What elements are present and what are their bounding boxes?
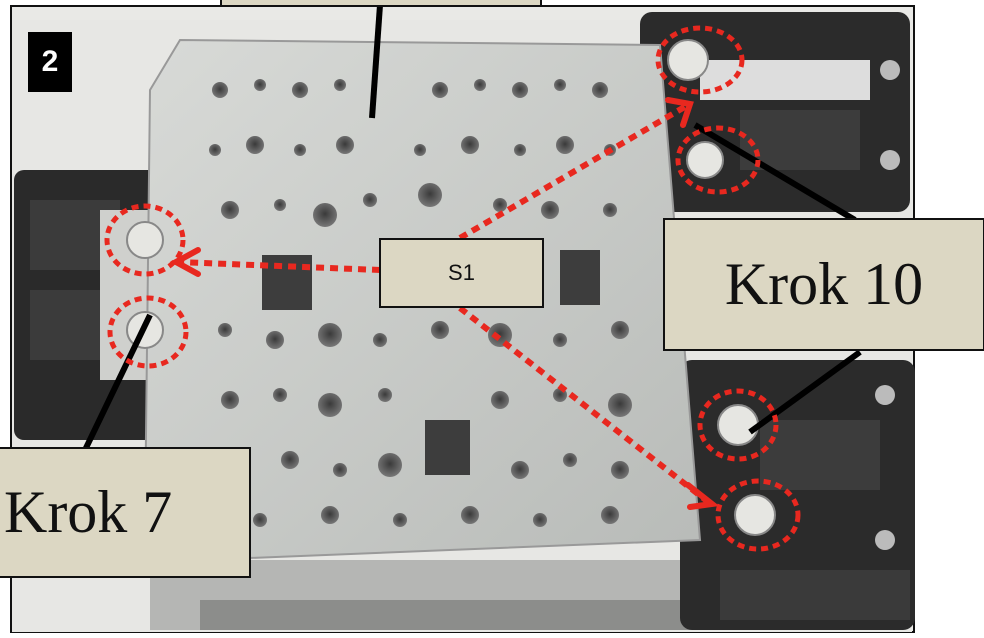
label-krok-7: Krok 7 bbox=[0, 447, 251, 578]
plate-holes bbox=[209, 79, 632, 527]
lower-chassis-shadow bbox=[200, 600, 720, 630]
plate-square-slot-bottom bbox=[425, 420, 470, 475]
red-target-circles bbox=[104, 25, 801, 552]
leader-lines bbox=[82, 4, 862, 452]
label-s1: S1 bbox=[379, 238, 544, 308]
label-krok-10: Krok 10 bbox=[663, 218, 984, 351]
step-number-badge: 2 bbox=[28, 32, 72, 92]
plate-square-slot-right bbox=[560, 250, 600, 305]
screws bbox=[126, 39, 776, 536]
red-dotted-arrows bbox=[177, 102, 714, 508]
plate-square-slot bbox=[262, 255, 312, 310]
arrow-heads bbox=[169, 97, 720, 510]
top-label-box bbox=[220, 0, 542, 7]
